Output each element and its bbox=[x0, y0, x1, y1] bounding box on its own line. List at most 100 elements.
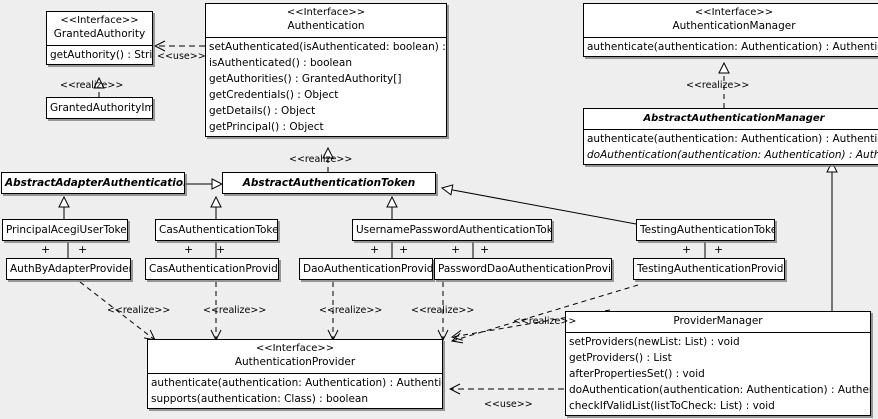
association-plus-mark: + bbox=[480, 243, 490, 256]
association-plus-mark: + bbox=[78, 243, 88, 256]
class-granted-authority[interactable]: <<Interface>> GrantedAuthority getAuthor… bbox=[46, 11, 153, 65]
edge-label-realize-abstract-authentication-token: <<realize>> bbox=[289, 154, 353, 165]
edge-label-realize-provider-manager: <<realize>> bbox=[513, 316, 577, 327]
class-authentication-provider[interactable]: <<Interface>> AuthenticationProvider aut… bbox=[147, 339, 443, 409]
class-name: AbstractAuthenticationToken bbox=[242, 177, 416, 189]
member-item: getPrincipal() : Object bbox=[209, 121, 324, 133]
class-password-dao-authentication-provider[interactable]: PasswordDaoAuthenticationProvider bbox=[434, 258, 612, 280]
association-plus-mark: + bbox=[370, 243, 380, 256]
divider bbox=[206, 37, 446, 38]
association-plus-mark: + bbox=[216, 243, 226, 256]
class-header: CasAuthenticationProvider bbox=[146, 259, 278, 279]
member-item: afterPropertiesSet() : void bbox=[569, 368, 705, 380]
class-name: GrantedAuthorityImpl bbox=[50, 102, 153, 114]
class-header: PasswordDaoAuthenticationProvider bbox=[435, 259, 611, 279]
member-item: doAuthentication(authentication: Authent… bbox=[569, 384, 870, 396]
divider bbox=[584, 129, 878, 130]
class-header: PrincipalAcegiUserToken bbox=[3, 220, 127, 240]
member-item: authenticate(authentication: Authenticat… bbox=[587, 133, 878, 145]
class-name: TestingAuthenticationProvider bbox=[637, 263, 785, 275]
association-plus-mark: + bbox=[682, 243, 692, 256]
association-plus-mark: + bbox=[399, 243, 409, 256]
class-header: UsernamePasswordAuthenticationToken bbox=[353, 220, 551, 240]
class-name: DaoAuthenticationProvider bbox=[303, 263, 433, 275]
member-item: getProviders() : List bbox=[569, 352, 672, 364]
class-principal-acegi-user-token[interactable]: PrincipalAcegiUserToken bbox=[2, 219, 128, 241]
class-header: <<Interface>> GrantedAuthority bbox=[47, 12, 152, 45]
class-cas-authentication-token[interactable]: CasAuthenticationToken bbox=[155, 219, 278, 241]
class-abstract-authentication-token[interactable]: AbstractAuthenticationToken bbox=[222, 172, 436, 194]
member-item: isAuthenticated() : boolean bbox=[209, 57, 352, 69]
class-header: <<Interface>> AuthenticationProvider bbox=[148, 340, 442, 373]
class-name: AuthenticationProvider bbox=[234, 356, 356, 368]
association-plus-mark: + bbox=[184, 243, 194, 256]
member-list: setProviders(newList: List) : void getPr… bbox=[566, 333, 870, 415]
member-item: doAuthentication(authentication: Authent… bbox=[587, 149, 878, 161]
edge-label-realize-granted-authority-impl: <<realize>> bbox=[60, 80, 124, 91]
class-name: PrincipalAcegiUserToken bbox=[6, 224, 128, 236]
association-plus-mark: + bbox=[714, 243, 724, 256]
member-list: authenticate(authentication: Authenticat… bbox=[584, 130, 878, 164]
divider bbox=[566, 332, 870, 333]
class-header: CasAuthenticationToken bbox=[156, 220, 277, 240]
divider bbox=[47, 45, 152, 46]
class-header: ProviderManager bbox=[566, 312, 870, 332]
class-name: GrantedAuthority bbox=[53, 28, 146, 40]
member-list: setAuthenticated(isAuthenticated: boolea… bbox=[206, 38, 446, 136]
class-authentication-manager[interactable]: <<Interface>> AuthenticationManager auth… bbox=[583, 3, 878, 57]
stereotype-label: <<Interface>> bbox=[255, 343, 335, 354]
class-header: AuthByAdapterProvider bbox=[7, 259, 130, 279]
association-plus-mark: + bbox=[451, 243, 461, 256]
stereotype-label: <<Interface>> bbox=[60, 15, 139, 26]
edge-label-realize-abstract-authentication-manager: <<realize>> bbox=[686, 80, 750, 91]
member-list: authenticate(authentication: Authenticat… bbox=[584, 38, 878, 56]
class-name: PasswordDaoAuthenticationProvider bbox=[438, 263, 612, 275]
member-item: checkIfValidList(listToCheck: List) : vo… bbox=[569, 400, 775, 412]
member-item: setAuthenticated(isAuthenticated: boolea… bbox=[209, 41, 447, 53]
class-authentication[interactable]: <<Interface>> Authentication setAuthenti… bbox=[205, 3, 447, 137]
member-list: getAuthority() : String bbox=[47, 46, 152, 64]
class-cas-authentication-provider[interactable]: CasAuthenticationProvider bbox=[145, 258, 279, 280]
class-name: TestingAuthenticationToken bbox=[640, 224, 775, 236]
class-abstract-adapter-authentication-token[interactable]: AbstractAdapterAuthenticationToken bbox=[1, 172, 185, 194]
member-item: getDetails() : Object bbox=[209, 105, 316, 117]
class-auth-by-adapter-provider[interactable]: AuthByAdapterProvider bbox=[6, 258, 131, 280]
member-item: authenticate(authentication: Authenticat… bbox=[587, 41, 878, 53]
class-header: GrantedAuthorityImpl bbox=[47, 98, 152, 118]
class-header: <<Interface>> Authentication bbox=[206, 4, 446, 37]
divider bbox=[148, 373, 442, 374]
association-plus-mark: + bbox=[41, 243, 51, 256]
class-username-password-authentication-token[interactable]: UsernamePasswordAuthenticationToken bbox=[352, 219, 552, 241]
class-provider-manager[interactable]: ProviderManager setProviders(newList: Li… bbox=[565, 311, 871, 416]
edge-label-realize-dao-authentication-provider: <<realize>> bbox=[319, 305, 383, 316]
member-item: getAuthorities() : GrantedAuthority[] bbox=[209, 73, 402, 85]
class-header: TestingAuthenticationProvider bbox=[634, 259, 784, 279]
edge-label-realize-auth-by-adapter-provider: <<realize>> bbox=[107, 305, 171, 316]
class-testing-authentication-token[interactable]: TestingAuthenticationToken bbox=[636, 219, 775, 241]
class-name: ProviderManager bbox=[673, 315, 763, 327]
class-header: AbstractAdapterAuthenticationToken bbox=[2, 173, 184, 193]
class-name: UsernamePasswordAuthenticationToken bbox=[356, 224, 552, 236]
class-header: <<Interface>> AuthenticationManager bbox=[584, 4, 878, 37]
edge-label-use-authentication-granted-authority: <<use>> bbox=[157, 51, 206, 62]
stereotype-label: <<Interface>> bbox=[694, 7, 774, 18]
member-item: supports(authentication: Class) : boolea… bbox=[151, 393, 368, 405]
class-name: Authentication bbox=[287, 20, 365, 32]
class-name: AbstractAuthenticationManager bbox=[643, 113, 825, 124]
member-item: setProviders(newList: List) : void bbox=[569, 336, 740, 348]
class-abstract-authentication-manager[interactable]: AbstractAuthenticationManager authentica… bbox=[583, 108, 878, 165]
edge-label-use-provider-manager: <<use>> bbox=[484, 399, 533, 410]
class-name: CasAuthenticationProvider bbox=[149, 263, 279, 275]
divider bbox=[584, 37, 878, 38]
class-name: CasAuthenticationToken bbox=[159, 224, 278, 236]
member-list: authenticate(authentication: Authenticat… bbox=[148, 374, 442, 408]
class-header: DaoAuthenticationProvider bbox=[300, 259, 432, 279]
class-name: AuthByAdapterProvider bbox=[10, 263, 131, 275]
class-testing-authentication-provider[interactable]: TestingAuthenticationProvider bbox=[633, 258, 785, 280]
class-header: TestingAuthenticationToken bbox=[637, 220, 774, 240]
class-name: AbstractAdapterAuthenticationToken bbox=[5, 177, 184, 189]
class-granted-authority-impl[interactable]: GrantedAuthorityImpl bbox=[46, 97, 153, 119]
class-dao-authentication-provider[interactable]: DaoAuthenticationProvider bbox=[299, 258, 433, 280]
edge-label-realize-password-dao-authentication-provider: <<realize>> bbox=[411, 305, 475, 316]
